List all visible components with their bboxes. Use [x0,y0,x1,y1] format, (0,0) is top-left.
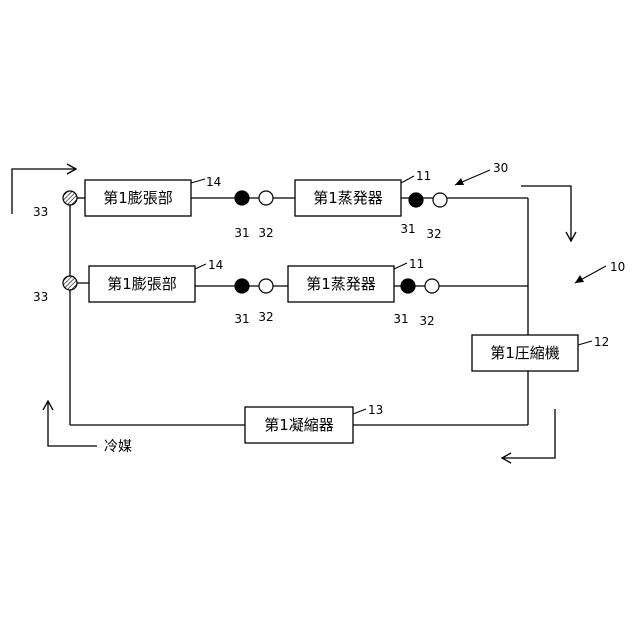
ref-sensor-filled-upper-right: 31 [400,222,415,236]
ref-sensor-open-lower-right: 32 [419,314,434,328]
ref-sensor-hatched-upper: 33 [33,205,48,219]
ref-expansion-lower: 14 [208,258,223,272]
sensor-open-lower-right [425,279,439,293]
expansion-unit-upper: 第1膨張部 [85,180,191,216]
sensor-filled-upper-right [409,193,423,207]
leader-evaporator-upper [401,176,414,183]
ref-evaporator-upper: 11 [416,169,431,183]
ref-unit: 30 [493,161,508,175]
sensor-open-lower-left [259,279,273,293]
compressor: 第1圧縮機 [472,335,578,371]
refrigerant-label: 冷媒 [104,439,132,455]
expansion-unit-lower-label: 第1膨張部 [107,275,177,293]
sensor-filled-lower-right [401,279,415,293]
leader-expansion-upper [191,179,205,183]
ref-sensor-filled-upper-left: 31 [234,226,249,240]
ref-sensor-filled-lower-right: 31 [393,312,408,326]
evaporator-lower: 第1蒸発器 [288,266,394,302]
ref-condenser: 13 [368,403,383,417]
flow-arrow-top-right [521,186,576,241]
ref-sensor-hatched-lower: 33 [33,290,48,304]
leader-compressor [578,341,592,345]
sensor-hatched-lower [63,276,77,290]
ref-expansion-upper: 14 [206,175,221,189]
evaporator-upper: 第1蒸発器 [295,180,401,216]
expansion-unit-upper-label: 第1膨張部 [103,189,173,207]
sensor-open-upper-right [433,193,447,207]
sensor-hatched-upper [63,191,77,205]
leader-expansion-lower [195,264,206,269]
evaporator-lower-label: 第1蒸発器 [306,275,376,293]
ref-sensor-filled-lower-left: 31 [234,312,249,326]
ref-evaporator-lower: 11 [409,257,424,271]
evaporator-upper-label: 第1蒸発器 [313,189,383,207]
sensor-filled-upper-left [235,191,249,205]
expansion-unit-lower: 第1膨張部 [89,266,195,302]
sensor-filled-lower-left [235,279,249,293]
ref-compressor: 12 [594,335,609,349]
leader-evaporator-lower [394,263,407,269]
ref-arrow-circuit [575,266,606,283]
compressor-label: 第1圧縮機 [490,344,560,362]
sensor-open-upper-left [259,191,273,205]
ref-sensor-open-upper-left: 32 [258,226,273,240]
ref-sensor-open-lower-left: 32 [258,310,273,324]
ref-sensor-open-upper-right: 32 [426,227,441,241]
condenser-label: 第1凝縮器 [264,416,334,434]
leader-condenser [353,409,366,414]
ref-arrow-unit [455,170,490,185]
condenser: 第1凝縮器 [245,407,353,443]
ref-circuit: 10 [610,260,625,274]
